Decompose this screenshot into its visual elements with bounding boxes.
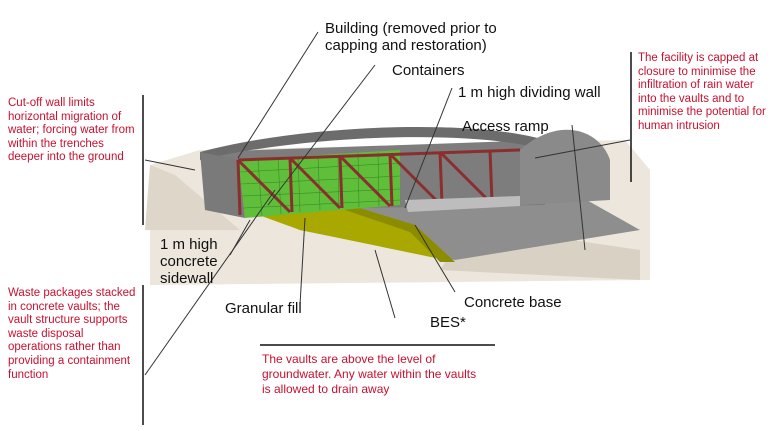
label-containers: Containers [392, 62, 465, 79]
note-vaults-groundwater: The vaults are above the level of ground… [262, 352, 477, 396]
label-dividing-wall: 1 m high dividing wall [458, 84, 601, 101]
dividing-wall [405, 196, 520, 212]
label-sidewall: 1 m high concrete sidewall [160, 236, 218, 287]
label-building: Building (removed prior to capping and r… [325, 20, 497, 54]
label-granular-fill: Granular fill [225, 300, 302, 317]
vault-left-sidewall [200, 152, 245, 218]
container-grid [239, 151, 401, 217]
granular-fill-edge [345, 205, 455, 262]
label-concrete-base: Concrete base [464, 294, 562, 311]
note-capped: The facility is capped at closure to min… [638, 52, 766, 132]
building-roof-edge [200, 126, 545, 160]
note-cutoff-wall: Cut-off wall limits horizontal migration… [8, 97, 135, 164]
note-waste-packages: Waste packages stacked in concrete vault… [8, 287, 136, 381]
left-trench-slope [145, 165, 240, 230]
label-bes: BES* [430, 314, 466, 331]
granular-fill-wedge [245, 205, 455, 262]
steel-frame [236, 148, 521, 216]
label-access-ramp: Access ramp [462, 118, 549, 135]
note-bars [142, 52, 632, 425]
building-end-shell [520, 129, 610, 205]
leader-lines [144, 31, 631, 376]
